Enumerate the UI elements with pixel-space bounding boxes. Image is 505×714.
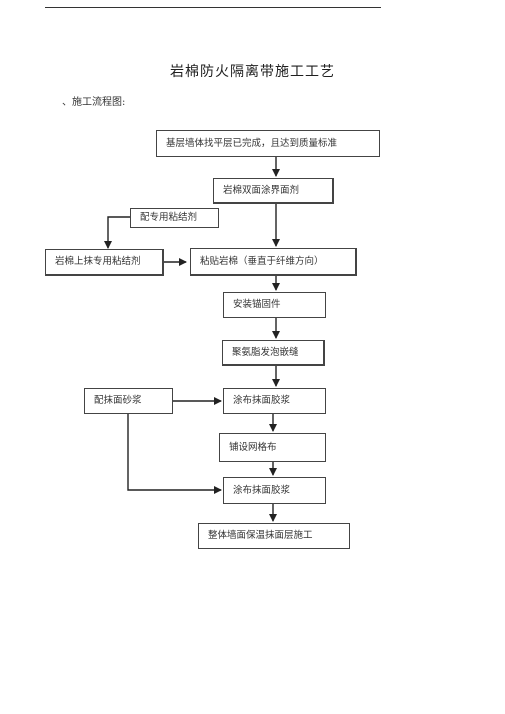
flow-step-mix-mortar: 配抹面砂浆 — [84, 388, 173, 414]
flow-step-finish-coat: 整体墙面保温抹面层施工 — [198, 523, 350, 549]
flow-step-first-mortar-coat: 涂布抹面胶浆 — [223, 388, 326, 414]
arrow-mix-to-apply — [104, 216, 130, 249]
flow-step-second-mortar-coat: 涂布抹面胶浆 — [223, 477, 326, 504]
arrow-mix-mortar-to-coat2 — [127, 414, 222, 494]
page-title: 岩棉防火隔离带施工工艺 — [170, 64, 335, 80]
flow-step-apply-adhesive: 岩棉上抹专用粘结剂 — [45, 249, 164, 276]
header-rule — [45, 7, 381, 8]
flow-step-mix-adhesive: 配专用粘结剂 — [130, 208, 219, 228]
flow-step-interface-agent: 岩棉双面涂界面剂 — [213, 178, 334, 204]
flow-step-stick-rockwool: 粘贴岩棉（垂直于纤维方向） — [190, 248, 357, 276]
flow-step-base-leveling: 基层墙体找平层已完成，且达到质量标准 — [156, 130, 380, 157]
section-heading: 、施工流程图: — [62, 97, 126, 108]
flow-step-mesh-cloth: 铺设网格布 — [219, 433, 326, 462]
flow-step-foam-sealing: 聚氨脂发泡嵌缝 — [222, 340, 325, 366]
flow-step-install-anchors: 安装锚固件 — [223, 292, 326, 318]
